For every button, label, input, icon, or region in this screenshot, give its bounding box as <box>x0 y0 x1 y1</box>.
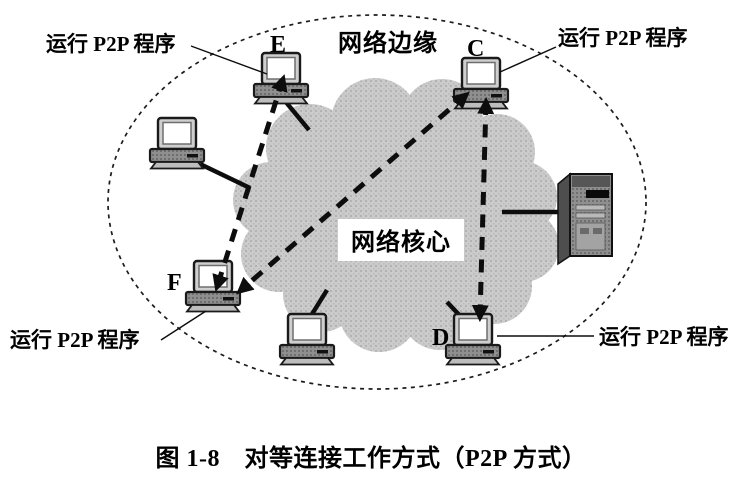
annotation-runs-p2p-e: 运行 P2P 程序 <box>46 32 176 56</box>
leader-line-f <box>160 310 207 341</box>
node-label-c: C <box>467 36 484 62</box>
computer-icon-e <box>252 51 310 105</box>
network-core-cloud <box>233 78 559 352</box>
network-edge-label: 网络边缘 <box>338 29 438 57</box>
figure-caption: 图 1-8 对等连接工作方式（P2P 方式） <box>156 444 587 472</box>
p2p-link-c-f <box>236 91 470 295</box>
annotation-runs-p2p-d: 运行 P2P 程序 <box>599 325 729 349</box>
p2p-link-e-f <box>212 74 288 292</box>
network-core-label: 网络核心 <box>351 228 451 256</box>
computer-icon-bottom <box>278 312 336 366</box>
annotation-runs-p2p-c: 运行 P2P 程序 <box>558 26 688 50</box>
p2p-links <box>212 74 495 323</box>
computer-icon-f <box>184 259 242 313</box>
leader-line-c <box>499 46 557 73</box>
node-label-f: F <box>167 270 182 296</box>
node-label-d: D <box>432 325 449 351</box>
annotation-leaders <box>160 45 594 341</box>
server-icon <box>557 172 613 266</box>
network-edge-boundary <box>107 14 647 390</box>
node-label-e: E <box>270 32 286 58</box>
computer-icon-left <box>148 116 206 170</box>
annotation-runs-p2p-f: 运行 P2P 程序 <box>10 328 140 352</box>
computer-icon-d <box>444 312 502 366</box>
leader-line-e <box>190 45 268 75</box>
network-core-label-box <box>338 219 464 261</box>
